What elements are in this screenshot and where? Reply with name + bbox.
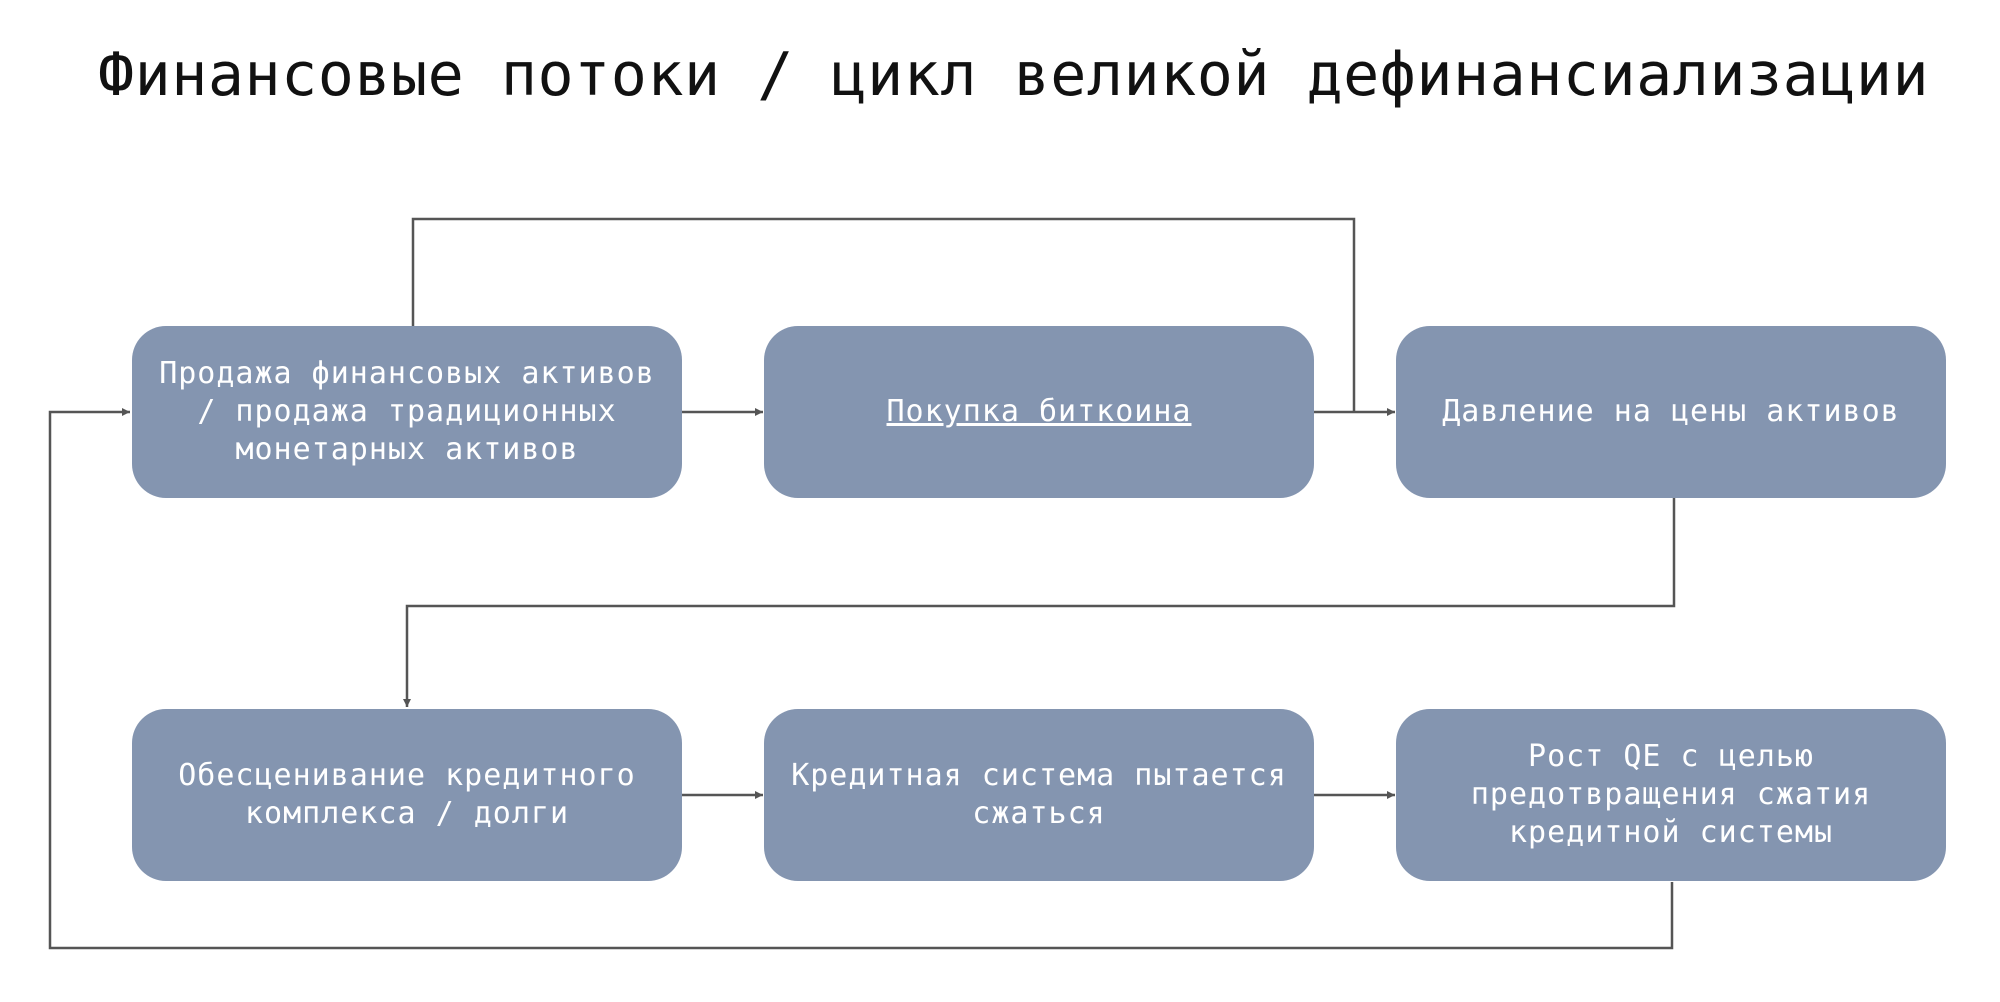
node-buy-bitcoin[interactable]: Покупка биткоина (764, 326, 1314, 498)
node-label: Кредитная система пытается сжаться (791, 758, 1287, 831)
edge-sell-to-pressure-top (411, 217, 1356, 412)
node-sell-financial-assets: Продажа финансовых активов / продажа тра… (132, 326, 682, 498)
node-label: Обесценивание кредитного комплекса / дол… (178, 758, 636, 831)
page-title: Финансовые потоки / цикл великой дефинан… (98, 40, 1930, 110)
edge-pressure-to-devaluation (403, 498, 1676, 707)
buy-bitcoin-link[interactable]: Покупка биткоина (886, 394, 1192, 429)
node-label: Рост QE с целью предотвращения сжатия кр… (1470, 739, 1872, 850)
edge-qe-to-sell-loop (48, 408, 1674, 950)
node-asset-price-pressure: Давление на цены активов (1396, 326, 1946, 498)
node-label: Давление на цены активов (1442, 394, 1900, 429)
node-credit-devaluation: Обесценивание кредитного комплекса / дол… (132, 709, 682, 881)
node-label: Продажа финансовых активов / продажа тра… (159, 356, 655, 467)
node-credit-contraction: Кредитная система пытается сжаться (764, 709, 1314, 881)
node-qe-growth: Рост QE с целью предотвращения сжатия кр… (1396, 709, 1946, 881)
